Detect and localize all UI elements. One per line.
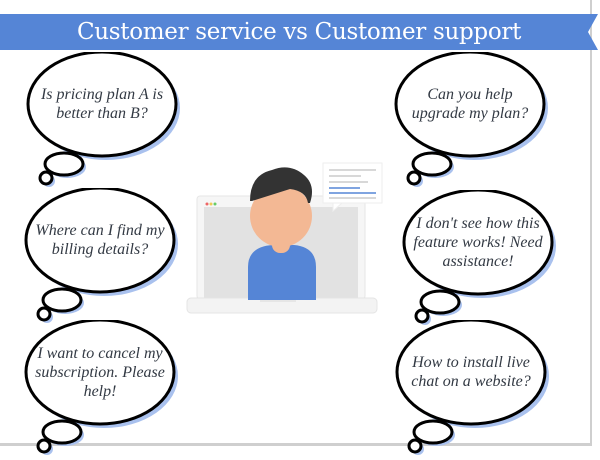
support-agent-illustration (180, 155, 400, 320)
bubble-text: How to install live chat on a website? (411, 354, 531, 390)
thought-bubble-billing: Where can I find my billing details? (22, 188, 182, 328)
thought-bubble-shape (24, 320, 178, 455)
person-face (250, 185, 312, 247)
thought-bubble-shape (26, 52, 180, 187)
thought-bubble-cancel: I want to cancel my subscription. Please… (22, 320, 182, 460)
thought-bubble-upgrade: Can you help upgrade my plan? (392, 52, 552, 192)
thought-bubble-install: How to install live chat on a website? (393, 320, 553, 460)
thought-bubble-shape (402, 190, 556, 325)
page-frame (0, 0, 592, 446)
person-body (248, 245, 316, 300)
title-banner: Customer service vs Customer support (0, 14, 598, 50)
thought-bubble-shape (395, 320, 549, 455)
thought-bubble-pricing: Is pricing plan A is better than B? (24, 52, 184, 192)
bubble-text: Is pricing plan A is better than B? (40, 86, 164, 122)
bubble-text: Can you help upgrade my plan? (411, 86, 529, 122)
banner-shape (0, 14, 598, 50)
person-hair (250, 167, 312, 203)
bubble-text: Where can I find my billing details? (35, 222, 165, 258)
thought-bubble-shape (394, 52, 548, 187)
page-title: Customer service vs Customer support (76, 19, 522, 45)
bubble-text: I want to cancel my subscription. Please… (35, 344, 165, 400)
thought-bubble-feature: I don't see how this feature works! Need… (400, 190, 560, 330)
thought-bubble-shape (24, 188, 178, 323)
bubble-text: I don't see how this feature works! Need… (413, 214, 543, 270)
chat-card (322, 162, 383, 204)
